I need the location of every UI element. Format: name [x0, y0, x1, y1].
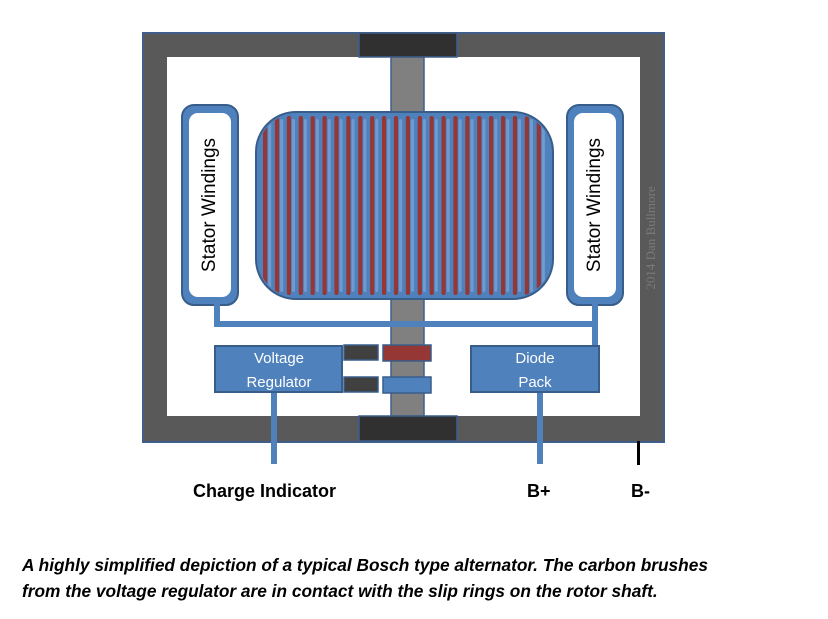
- coil-highlight: [541, 119, 545, 292]
- coil-highlight: [494, 119, 498, 292]
- coil-highlight: [292, 119, 295, 292]
- coil-stripe: [477, 116, 482, 295]
- coil-stripe: [536, 116, 541, 295]
- diode-pack-label: Diode Pack: [471, 346, 599, 395]
- coil-highlight: [351, 119, 355, 292]
- coil-highlight: [518, 119, 522, 292]
- diode-pack-line2: Pack: [518, 374, 552, 391]
- coil-highlight: [446, 119, 450, 292]
- coil-highlight: [280, 119, 284, 292]
- coil-highlight: [411, 119, 414, 292]
- coil-stripe: [512, 116, 518, 295]
- charge-indicator-label: Charge Indicator: [193, 481, 337, 501]
- wiring: [214, 303, 598, 464]
- coil-stripe: [358, 116, 363, 295]
- credit-watermark: 2014 Dan Bullmore: [643, 186, 658, 290]
- coil-stripe: [382, 116, 387, 295]
- bottom-bearing: [358, 415, 458, 442]
- coil-stripe: [465, 116, 470, 295]
- coil-highlight: [387, 119, 391, 292]
- coil-highlight: [470, 119, 474, 292]
- coil-stripe: [298, 116, 303, 295]
- slip-ring-top: [382, 344, 432, 362]
- diode-pack: [470, 345, 600, 393]
- coil-stripe: [274, 116, 280, 295]
- coil-stripe: [370, 116, 375, 295]
- coil-highlight: [482, 119, 486, 292]
- coil-highlight: [458, 119, 462, 292]
- coil-stripe: [417, 116, 422, 295]
- stator-right-label: Stator Windings: [584, 137, 605, 273]
- voltage-regulator-line1: Voltage: [253, 350, 305, 367]
- coil-highlight: [399, 119, 403, 292]
- coil-stripe: [263, 116, 268, 295]
- coil-stripe: [453, 116, 458, 295]
- top-bearing: [358, 32, 458, 58]
- coil-stripe: [322, 116, 327, 295]
- caption-line-1: A highly simplified depiction of a typic…: [22, 555, 708, 575]
- carbon-brush-bottom: [343, 376, 379, 393]
- b-minus-label: B-: [631, 481, 650, 501]
- coil-stripe: [441, 116, 446, 295]
- coil-highlight: [506, 119, 510, 292]
- coil-highlight: [375, 119, 379, 292]
- rotor-winding: [255, 111, 554, 300]
- coil-highlight: [327, 119, 331, 292]
- carbon-brush-top: [343, 344, 379, 361]
- coil-highlight: [315, 119, 319, 292]
- coil-stripe: [524, 116, 529, 295]
- voltage-regulator: [214, 345, 343, 393]
- coil-highlight: [363, 119, 367, 292]
- coil-stripe: [429, 116, 434, 295]
- b-plus-label: B+: [527, 481, 551, 501]
- coil-stripe: [405, 116, 410, 295]
- coil-highlight: [530, 119, 533, 292]
- coil-highlight: [339, 119, 343, 292]
- coil-stripe: [489, 116, 494, 295]
- figure-caption: A highly simplified depiction of a typic…: [22, 552, 828, 604]
- coil-stripe: [393, 116, 399, 295]
- coil-stripe: [286, 116, 291, 295]
- caption-line-2: from the voltage regulator are in contac…: [22, 581, 658, 601]
- coil-stripe: [310, 116, 315, 295]
- coil-highlight: [268, 119, 272, 292]
- coil-stripe: [501, 116, 506, 295]
- coil-stripe: [334, 116, 339, 295]
- coil-highlight: [434, 119, 438, 292]
- ground-terminal: [637, 441, 640, 465]
- coil-highlight: [303, 119, 307, 292]
- stator-left-label: Stator Windings: [199, 137, 220, 273]
- coil-highlight: [422, 119, 426, 292]
- slip-ring-bottom: [382, 376, 432, 394]
- voltage-regulator-label: Voltage Regulator: [215, 346, 343, 395]
- voltage-regulator-line2: Regulator: [246, 374, 312, 391]
- coil-stripe: [346, 116, 351, 295]
- diode-pack-line1: Diode: [515, 350, 555, 367]
